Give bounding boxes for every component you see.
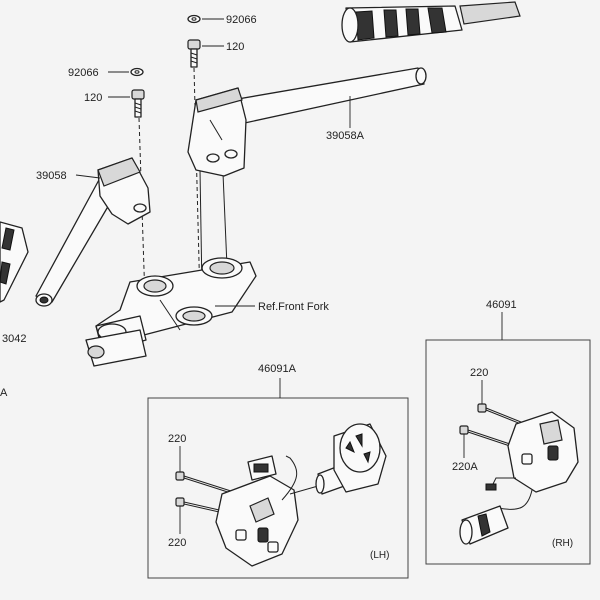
bolt-icon [187, 39, 201, 68]
left-grip-end-icon [315, 423, 387, 495]
right-switch-housing-icon [485, 411, 579, 510]
right-throttle-sleeve-icon [459, 505, 509, 545]
label-rh-220: 220 [470, 367, 488, 379]
triple-clamp-icon [85, 257, 257, 367]
label-ref-front-fork: Ref.Front Fork [258, 301, 329, 313]
lh-switch-frame [147, 397, 409, 579]
label-lh-220-top: 220 [168, 433, 186, 445]
bolt-icon [131, 89, 145, 118]
label-lh-220-bottom: 220 [168, 537, 186, 549]
washer-icon [130, 67, 144, 77]
left-grip-icon [0, 221, 29, 303]
throttle-grip-icon [341, 1, 521, 43]
label-120-top: 120 [226, 41, 244, 53]
label-46091: 46091 [486, 299, 517, 311]
bolt-icon [175, 471, 235, 495]
label-edge-a: A [0, 387, 8, 399]
left-switch-housing-icon [215, 455, 319, 567]
label-120-left: 120 [84, 92, 102, 104]
left-handlebar-icon [35, 157, 151, 307]
label-rh-220a: 220A [452, 461, 478, 473]
washer-icon [187, 14, 201, 24]
label-92066-left: 92066 [68, 67, 99, 79]
label-46091a: 46091A [258, 363, 297, 375]
bolt-icon [459, 425, 517, 449]
label-3042: 3042 [2, 333, 26, 345]
label-92066-top: 92066 [226, 14, 257, 26]
label-rh-tag: (RH) [552, 538, 573, 549]
right-handlebar-icon [187, 67, 427, 177]
rh-switch-frame [425, 339, 591, 565]
label-lh-tag: (LH) [370, 550, 389, 561]
label-39058: 39058 [36, 170, 67, 182]
label-39058a: 39058A [326, 130, 365, 142]
